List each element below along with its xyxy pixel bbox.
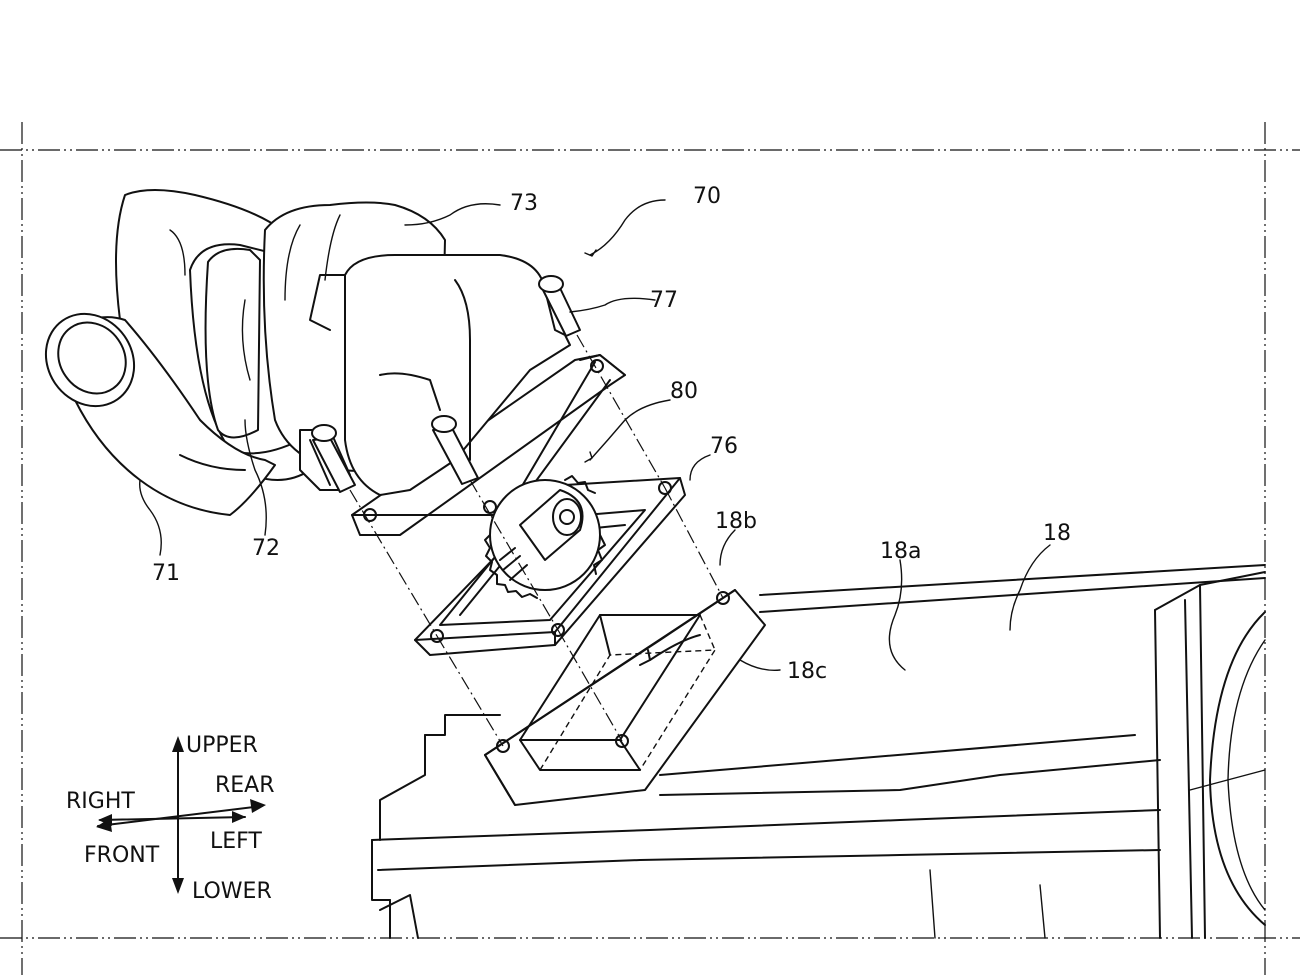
- label-80: 80: [670, 379, 698, 404]
- drawing-frame: [0, 122, 1300, 975]
- seat-18b: [484, 589, 766, 806]
- direction-right: RIGHT: [66, 789, 135, 814]
- direction-upper: UPPER: [186, 733, 258, 758]
- leader-lines: [139, 199, 1051, 671]
- gear-motor: [484, 475, 606, 599]
- direction-compass: UPPER REAR RIGHT LEFT FRONT LOWER: [66, 733, 275, 904]
- direction-lower: LOWER: [192, 879, 272, 904]
- label-77: 77: [650, 288, 678, 313]
- direction-front: FRONT: [84, 843, 160, 868]
- bolts-77: [311, 275, 581, 493]
- direction-rear: REAR: [215, 773, 275, 798]
- direction-left: LEFT: [210, 829, 262, 854]
- label-18: 18: [1043, 521, 1071, 546]
- label-18a: 18a: [880, 539, 921, 564]
- housing-18: [371, 564, 1266, 939]
- reference-numerals: 70 73 77 80 76 18b 18 18a 18c 71 72: [152, 184, 1071, 684]
- label-18c: 18c: [787, 659, 827, 684]
- label-71: 71: [152, 561, 180, 586]
- assembly-lines: [349, 334, 724, 747]
- label-76: 76: [710, 434, 738, 459]
- label-70: 70: [693, 184, 721, 209]
- label-73: 73: [510, 191, 538, 216]
- label-72: 72: [252, 536, 280, 561]
- label-18b: 18b: [715, 509, 757, 534]
